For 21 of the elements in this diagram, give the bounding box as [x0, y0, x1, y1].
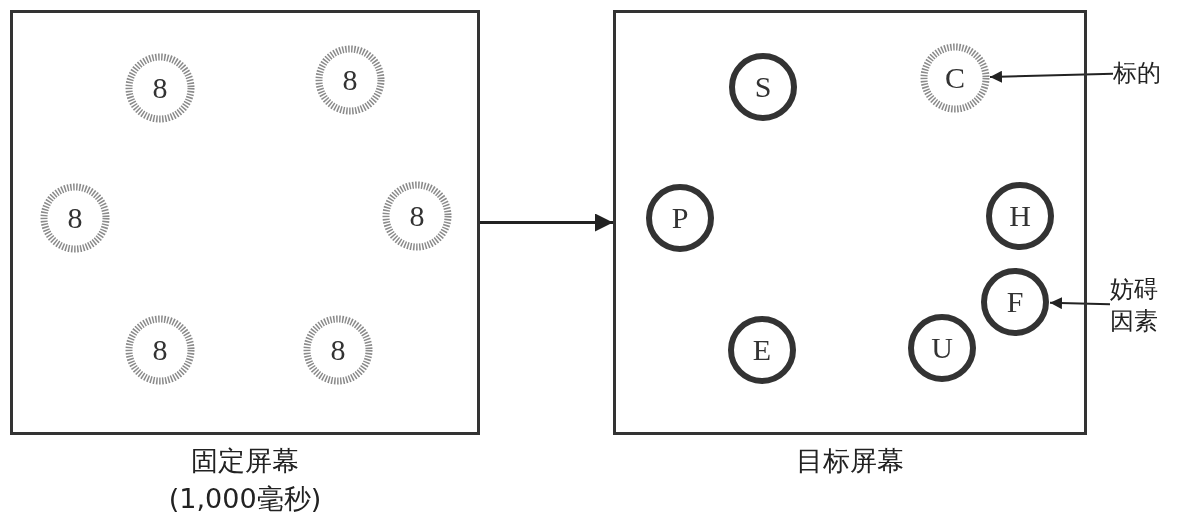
ring-stimulus: H — [985, 181, 1055, 251]
arrow — [989, 70, 1114, 83]
screen-caption: (1,000毫秒) — [167, 482, 323, 516]
dotted-ring-stimulus: C — [920, 43, 990, 113]
arrow — [1049, 297, 1111, 310]
dotted-ring-stimulus: 8 — [315, 45, 385, 115]
dotted-ring-stimulus: 8 — [382, 181, 452, 251]
ring-stimulus: E — [727, 315, 797, 385]
screen-caption: 目标屏幕 — [795, 444, 905, 478]
callout-label: 标的 — [1113, 57, 1165, 89]
ring-stimulus: U — [907, 313, 977, 383]
dotted-ring-stimulus: 8 — [125, 53, 195, 123]
ring-stimulus: S — [728, 52, 798, 122]
ring-stimulus: F — [980, 267, 1050, 337]
callout-label: 妨碍因素 — [1110, 273, 1162, 337]
dotted-ring-stimulus: 8 — [125, 315, 195, 385]
ring-stimulus: P — [645, 183, 715, 253]
screen-caption: 固定屏幕 — [190, 444, 300, 478]
dotted-ring-stimulus: 8 — [303, 315, 373, 385]
arrow — [480, 213, 613, 232]
dotted-ring-stimulus: 8 — [40, 183, 110, 253]
